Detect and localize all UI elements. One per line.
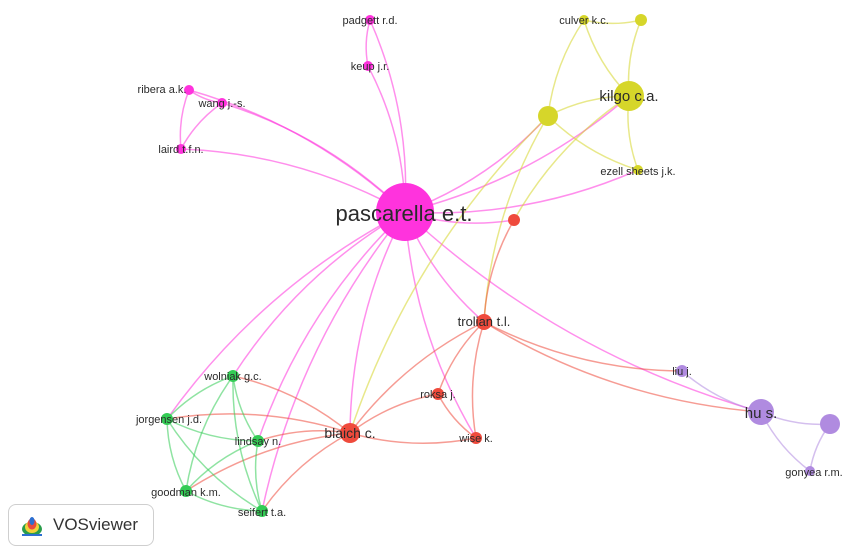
edge-pascarella-lindsay — [257, 211, 406, 442]
edge-wang-laird — [180, 102, 223, 150]
node-label-gonyea: gonyea r.m. — [785, 467, 842, 479]
edge-y_mid-blaich — [349, 115, 549, 434]
node-seifert[interactable] — [256, 505, 268, 517]
edge-pascarella-jorgensen — [166, 211, 406, 420]
edge-pascarella-seifert — [261, 211, 406, 512]
node-label-hu: hu s. — [745, 405, 778, 422]
node-y_top[interactable] — [635, 14, 647, 26]
node-label-goodman: goodman k.m. — [151, 487, 221, 499]
edge-pascarella-wolniak — [232, 211, 406, 377]
node-laird[interactable] — [176, 144, 186, 154]
node-label-liu: liu j. — [672, 366, 692, 378]
edge-wolniak-lindsay — [232, 375, 259, 442]
label-layer: pascarella e.t. padgett r.d. keup j.r. ribe… — [135, 15, 843, 519]
edge-pascarella-padgett — [369, 19, 407, 213]
edge-blaich-jorgensen — [166, 413, 351, 434]
edge-kilgo-r_small — [513, 95, 630, 221]
edge-blaich-wise — [349, 432, 477, 445]
edge-trolian-liu — [483, 321, 683, 372]
edge-blaich-goodman — [185, 432, 351, 492]
edge-trolian-blaich — [349, 321, 485, 434]
edge-r_small-trolian — [483, 219, 515, 323]
edge-wolniak-seifert — [232, 375, 263, 512]
edge-jorgensen-goodman — [166, 418, 187, 492]
edge-blaich-seifert — [261, 432, 351, 512]
edge-ribera-laird — [179, 89, 190, 150]
node-label-wolniak: wolniak g.c. — [203, 371, 261, 383]
edge-trolian-hu — [483, 321, 762, 413]
edge-blaich-wolniak — [232, 375, 351, 434]
node-lindsay[interactable] — [252, 435, 264, 447]
node-p_node[interactable] — [820, 414, 840, 434]
node-label-jorgensen: jorgensen j.d. — [135, 414, 202, 426]
node-label-kilgo: kilgo c.a. — [599, 88, 658, 105]
vosviewer-badge[interactable]: VOSviewer — [8, 504, 154, 546]
node-label-lindsay: lindsay n. — [235, 436, 281, 448]
node-roksa[interactable] — [432, 388, 444, 400]
node-label-seifert: seifert t.a. — [238, 507, 286, 519]
node-y_mid[interactable] — [538, 106, 558, 126]
edge-pascarella-wang — [221, 102, 406, 213]
edge-pascarella-laird — [180, 148, 406, 213]
vosviewer-logo-icon — [22, 517, 42, 536]
edge-pascarella-kilgo — [404, 95, 630, 213]
node-goodman[interactable] — [180, 485, 192, 497]
vosviewer-label: VOSviewer — [53, 515, 139, 534]
edge-pascarella-wise — [404, 211, 477, 439]
edge-jorgensen-seifert — [166, 418, 263, 512]
node-label-padgett: padgett r.d. — [342, 15, 397, 27]
edge-culver-y_mid — [547, 19, 585, 117]
node-label-wise: wise k. — [458, 433, 493, 445]
node-label-keup: keup j.r. — [351, 61, 390, 73]
node-label-pascarella: pascarella e.t. — [336, 201, 473, 226]
node-kilgo[interactable] — [614, 81, 644, 111]
edge-pascarella-ezell — [404, 169, 639, 214]
node-ribera[interactable] — [184, 85, 194, 95]
edge-wolniak-jorgensen — [166, 375, 234, 420]
node-liu[interactable] — [676, 365, 688, 377]
edge-trolian-roksa — [437, 321, 485, 395]
node-trolian[interactable] — [476, 314, 492, 330]
node-label-blaich: blaich c. — [324, 425, 375, 441]
node-r_small[interactable] — [508, 214, 520, 226]
node-label-ribera: ribera a.k. — [138, 84, 187, 96]
node-padgett[interactable] — [365, 15, 375, 25]
edge-trolian-wise — [471, 321, 485, 439]
edge-jorgensen-lindsay — [166, 418, 259, 442]
node-label-laird: laird t.f.n. — [158, 144, 203, 156]
node-label-culver: culver k.c. — [559, 15, 609, 27]
node-gonyea[interactable] — [805, 466, 815, 476]
edge-wolniak-goodman — [185, 375, 234, 492]
node-label-trolian: trolian t.l. — [458, 314, 511, 329]
node-wang[interactable] — [217, 98, 227, 108]
edge-y_mid-ezell — [547, 115, 639, 171]
node-hu[interactable] — [748, 399, 774, 425]
node-layer — [161, 14, 840, 517]
edge-pascarella-blaich — [349, 211, 406, 434]
node-wolniak[interactable] — [227, 370, 239, 382]
node-jorgensen[interactable] — [161, 413, 173, 425]
edge-lindsay-goodman — [185, 440, 259, 492]
edge-pascarella-hu — [404, 211, 762, 413]
node-pascarella[interactable] — [376, 183, 434, 241]
node-blaich[interactable] — [340, 423, 360, 443]
node-ezell[interactable] — [633, 165, 643, 175]
node-wise[interactable] — [470, 432, 482, 444]
node-label-wang: wang j.-s. — [197, 98, 245, 110]
edge-lindsay-seifert — [254, 440, 263, 512]
node-culver[interactable] — [579, 15, 589, 25]
node-label-ezell: ezell sheets j.k. — [600, 166, 675, 178]
node-keup[interactable] — [363, 61, 373, 71]
edge-goodman-seifert — [185, 490, 263, 512]
node-label-roksa: roksa j. — [420, 389, 455, 401]
